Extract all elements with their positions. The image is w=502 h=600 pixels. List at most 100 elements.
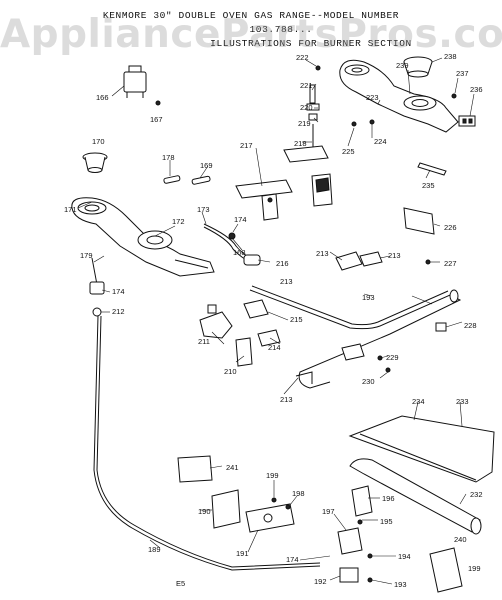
part-237-screw (451, 93, 457, 99)
part-192-clip (339, 567, 359, 583)
callout-168: 168 (233, 248, 246, 257)
callout-241: 241 (226, 463, 239, 472)
callout-210: 210 (224, 367, 237, 376)
callout-237: 237 (456, 69, 469, 78)
callout-240: 240 (454, 535, 467, 544)
callout-235: 235 (422, 181, 435, 190)
callout-227: 227 (444, 259, 457, 268)
part-189-tube-inner (96, 315, 321, 568)
part-226-plate (403, 207, 435, 235)
callout-229: 229 (386, 353, 399, 362)
callout-174: 174 (286, 555, 299, 564)
callout-193: 193 (394, 580, 407, 589)
callout-221: 221 (300, 81, 313, 90)
part-224-screw (369, 119, 375, 125)
callout-222: 222 (296, 53, 309, 62)
callout-213: 213 (388, 251, 401, 260)
callout-214: 214 (268, 343, 281, 352)
part-178-179-ignitor (89, 257, 105, 317)
callout-167: 167 (150, 115, 163, 124)
part-228-clip (435, 322, 447, 332)
part-198-screw (285, 504, 291, 510)
part-239-right-burner-assembly (339, 59, 459, 133)
diagram-title: KENMORE 30" DOUBLE OVEN GAS RANGE--MODEL… (102, 10, 400, 21)
callout-216: 216 (276, 259, 289, 268)
callout-223: 223 (366, 93, 379, 102)
callout-174: 174 (234, 215, 247, 224)
callout-190: 190 (198, 507, 211, 516)
part-217-bracket (235, 179, 293, 221)
callout-166: 166 (96, 93, 109, 102)
part-211-bracket (235, 337, 253, 367)
callout-213: 213 (280, 277, 293, 286)
callout-199: 199 (468, 564, 481, 573)
part-189-tube (93, 315, 321, 571)
part-213-valves (243, 251, 383, 361)
part-227-screw (425, 259, 431, 265)
part-218-222-ignitor-stack (283, 65, 333, 207)
callout-170: 170 (92, 137, 105, 146)
callout-171: 171 (64, 205, 77, 214)
part-171-left-burner-assembly (71, 197, 215, 277)
callout-195: 195 (380, 517, 393, 526)
callout-236: 236 (470, 85, 483, 94)
diagram-subtitle: ILLUSTRATIONS FOR BURNER SECTION (210, 38, 412, 49)
callout-225: 225 (342, 147, 355, 156)
callout-233: 233 (456, 397, 469, 406)
part-212-valve-body (199, 304, 233, 339)
part-168-169-spuds (163, 175, 211, 185)
part-195-screw (357, 519, 363, 525)
part-167-screw (155, 100, 161, 106)
part-236-clip (458, 115, 476, 127)
callout-220: 220 (300, 103, 313, 112)
callout-213: 213 (316, 249, 329, 258)
callout-232: 232 (470, 490, 483, 499)
callout-198: 198 (292, 489, 305, 498)
callout-172: 172 (172, 217, 185, 226)
callout-228: 228 (464, 321, 477, 330)
part-233-shield (348, 415, 495, 483)
callout-178: 178 (162, 153, 175, 162)
part-240-bracket (429, 547, 463, 593)
part-235-spreader (417, 162, 447, 176)
page-number: E5 (176, 579, 185, 588)
callout-218: 218 (294, 139, 307, 148)
callout-194: 194 (398, 552, 411, 561)
callout-174: 174 (112, 287, 125, 296)
callout-leaders (77, 57, 475, 585)
callout-169: 169 (200, 161, 213, 170)
callout-230: 230 (362, 377, 375, 386)
part-174-ring (228, 232, 236, 240)
callout-199: 199 (266, 471, 279, 480)
part-193-manifold-pipe (249, 285, 462, 389)
callout-191: 191 (236, 549, 249, 558)
callout-215: 215 (290, 315, 303, 324)
part-195-197-valve (337, 485, 373, 555)
callout-173: 173 (197, 205, 210, 214)
part-194-screw (367, 553, 373, 559)
callout-212: 212 (112, 307, 125, 316)
part-166-block (123, 65, 147, 98)
callout-192: 192 (314, 577, 327, 586)
part-241-sheet (177, 455, 213, 483)
part-199-screw (271, 497, 277, 503)
callout-238: 238 (444, 52, 457, 61)
callout-224: 224 (374, 137, 387, 146)
part-193-screw (367, 577, 373, 583)
callout-219: 219 (298, 119, 311, 128)
callout-189: 189 (148, 545, 161, 554)
part-225-screw (351, 121, 357, 127)
part-216-fitting (243, 254, 261, 266)
part-170-burner-cap (82, 152, 108, 173)
callout-193: 193 (362, 293, 375, 302)
part-190-191-thermostat (211, 489, 295, 533)
callout-234: 234 (412, 397, 425, 406)
watermark: AppliancePartsPros.com (0, 12, 502, 57)
callout-217: 217 (240, 141, 253, 150)
callout-179: 179 (80, 251, 93, 260)
part-238-burner-cap-right (403, 56, 433, 78)
callout-labels: 166 167 170 171 172 173 174 168 169 178 179 174 212 2… (64, 52, 483, 589)
model-number: 103.788... (249, 24, 313, 35)
